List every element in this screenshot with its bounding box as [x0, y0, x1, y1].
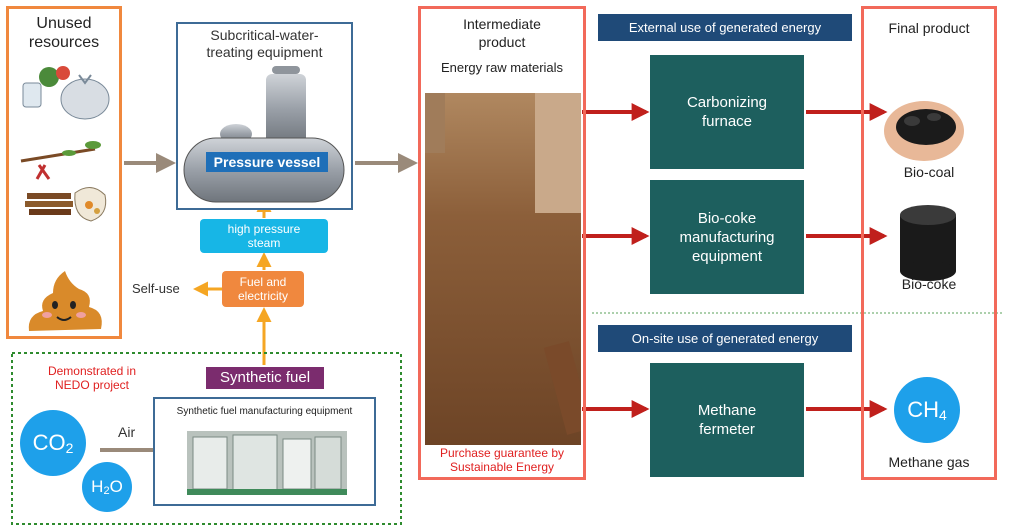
unused-resources-title: Unused resources — [28, 15, 100, 51]
resource-illustrations — [20, 66, 110, 331]
raw-material-photo — [425, 93, 581, 445]
external-use-header: External use of generated energy — [598, 14, 852, 41]
manure-icon — [28, 271, 102, 331]
pressure-vessel-illustration — [183, 66, 345, 203]
synthetic-fuel-equipment-title: Synthetic fuel manufacturing equipment — [176, 406, 353, 417]
biocoke-label: Bio-coke — [901, 276, 957, 292]
self-use-label: Self-use — [132, 281, 180, 296]
nedo-project-label: Demonstrated in NEDO project — [47, 364, 137, 392]
subcritical-equipment-box: Subcritical-water- treating equipment Pr… — [176, 22, 353, 210]
onsite-use-header: On-site use of generated energy — [598, 325, 852, 352]
nedo-frame — [11, 352, 402, 525]
h2o-post: O — [109, 477, 123, 496]
ch4-main: CH — [907, 397, 939, 422]
air-label: Air — [118, 424, 136, 440]
subcritical-equipment-title: Subcritical-water- treating equipment — [206, 27, 323, 60]
synthetic-fuel-label: Synthetic fuel — [206, 367, 324, 389]
h2o-pre: H — [91, 477, 104, 496]
final-product-title: Final product — [888, 20, 970, 36]
purchase-guarantee-label: Purchase guarantee by Sustainable Energy — [439, 446, 565, 474]
synthetic-fuel-equipment-photo — [187, 431, 347, 495]
synthetic-fuel-equipment-box: Synthetic fuel manufacturing equipment — [153, 397, 376, 506]
biocoke-image — [900, 205, 956, 281]
methane-fermenter-box: Methane fermeter — [650, 363, 804, 477]
energy-raw-materials-label: Energy raw materials — [440, 60, 564, 75]
biocoal-image — [884, 101, 964, 161]
methane-gas-label: Methane gas — [888, 454, 970, 470]
biocoal-label: Bio-coal — [903, 164, 955, 180]
ch4-subscript: 4 — [938, 407, 947, 423]
unused-resources-box: Unused resources — [6, 6, 122, 339]
wood-waste-icon — [20, 141, 107, 222]
food-waste-icon — [22, 66, 110, 120]
intermediate-product-title: Intermediate product — [463, 16, 541, 50]
intermediate-product-box: Intermediate product Energy raw material… — [418, 6, 586, 480]
fuel-and-electricity-label: Fuel and electricity — [222, 271, 304, 307]
final-product-illustrations — [884, 101, 964, 281]
biocoke-equipment-box: Bio-coke manufacturing equipment — [650, 180, 804, 294]
carbonizing-furnace-box: Carbonizing furnace — [650, 55, 804, 169]
h2o-subscript: 2 — [103, 485, 110, 497]
high-pressure-steam-label: high pressure steam — [200, 219, 328, 253]
co2-subscript: 2 — [65, 440, 74, 456]
co2-main: CO — [32, 430, 66, 455]
pressure-vessel-label: Pressure vessel — [206, 152, 328, 172]
